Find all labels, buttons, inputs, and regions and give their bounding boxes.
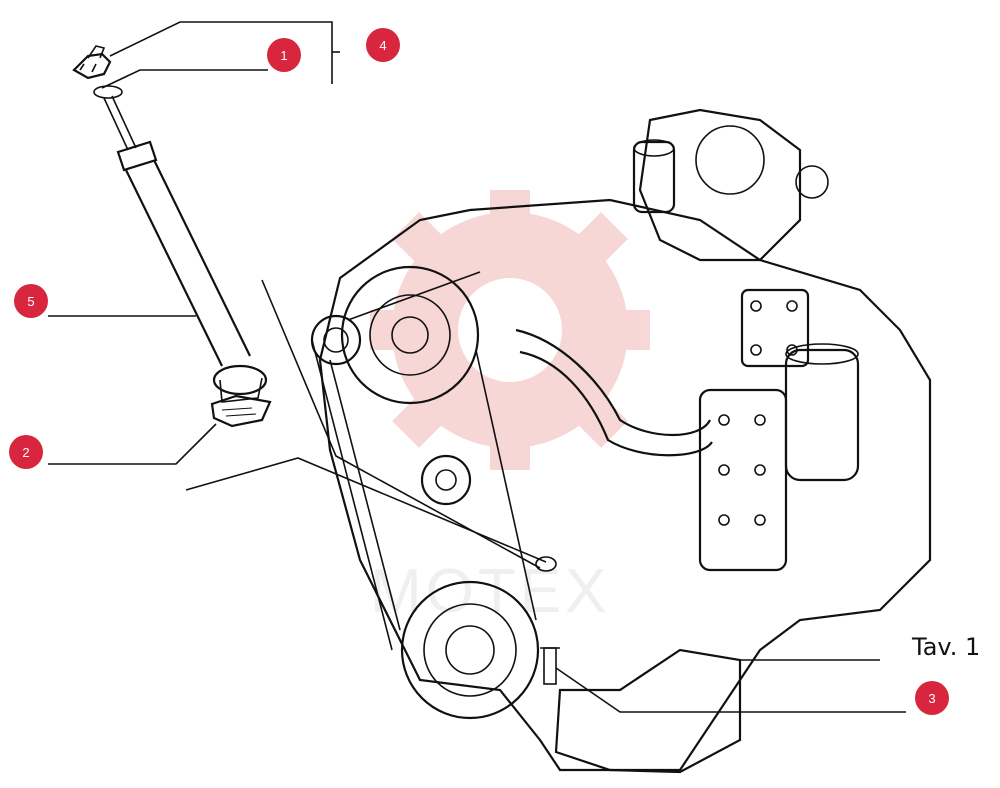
callout-3: 3 (915, 681, 949, 715)
watermark-text: MOTEX (370, 557, 610, 626)
callout-5: 5 (14, 284, 48, 318)
callout-1: 1 (267, 38, 301, 72)
callout-2: 2 (9, 435, 43, 469)
callout-number: 4 (379, 38, 386, 53)
callout-number: 5 (27, 294, 34, 309)
gear-watermark-icon (370, 190, 650, 470)
sheet-label: Tav. 1 (911, 633, 980, 661)
callout-4: 4 (366, 28, 400, 62)
leader-lines (48, 21, 906, 713)
engine-illustration (310, 108, 932, 774)
callout-number: 3 (928, 691, 935, 706)
dipstick-assembly (72, 45, 272, 428)
callout-number: 2 (22, 445, 29, 460)
callout-number: 1 (280, 48, 287, 63)
watermark: MOTEX (370, 190, 650, 626)
